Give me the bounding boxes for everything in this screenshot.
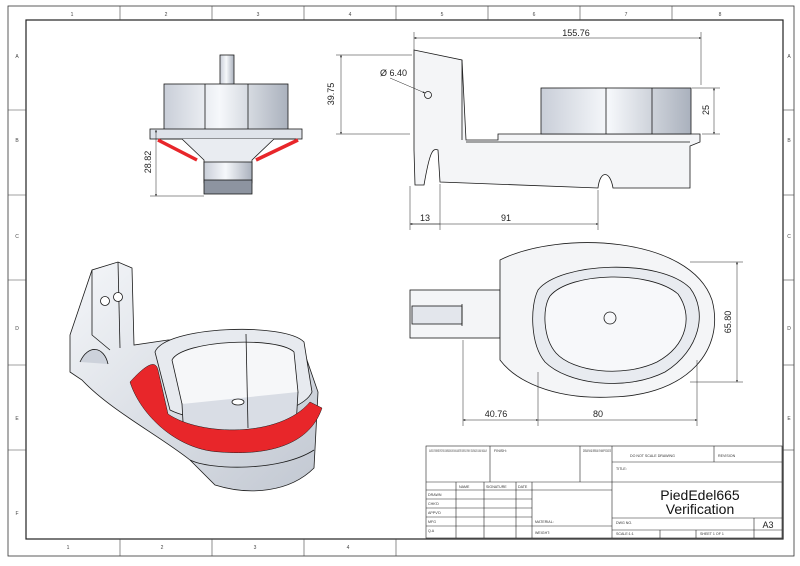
zone-row-a-right: A: [787, 54, 791, 60]
dim-front-height-label: 28.82: [143, 151, 153, 174]
tb-title-line2: Verification: [666, 501, 734, 517]
zone-col-3: 3: [257, 12, 260, 18]
isometric-view: [69, 261, 319, 492]
dim-height-left-label: 39.75: [326, 83, 336, 106]
zone-row-e: E: [15, 416, 19, 422]
zone-col-4: 4: [349, 12, 352, 18]
tb-row-mfg: MFG: [428, 520, 436, 524]
dim-plan-height-label: 65.80: [723, 311, 733, 334]
dim-hole: [389, 77, 426, 94]
tb-row-chkd: CHK'D: [428, 502, 439, 506]
zone-labels: 1 2 3 4 5 6 7 8 1 2 3 4 A B C D E F A B …: [15, 12, 791, 551]
zone-row-d-right: D: [787, 326, 791, 332]
dim-front-height: [150, 129, 204, 197]
tb-do-not-scale: DO NOT SCALE DRAWING: [630, 454, 675, 458]
tb-finish-label: FINISH:: [494, 449, 507, 453]
zone-col-8: 8: [719, 12, 722, 18]
dim-top-width: [413, 32, 702, 85]
plan-view: [409, 242, 716, 398]
dim-plan-width: [462, 340, 698, 426]
dim-plan-80-label: 80: [593, 409, 603, 419]
tb-row-appvd: APPV'D: [428, 511, 441, 515]
title-block: [425, 445, 783, 539]
dim-bottom: [409, 184, 599, 230]
dim-bottom-91-label: 91: [501, 213, 511, 223]
dim-height-left: [336, 54, 412, 135]
tb-scale-label: SCALE:1:1: [616, 532, 634, 536]
tb-row-drawn: DRAWN: [428, 493, 442, 497]
tb-row-qa: Q.A: [428, 529, 435, 533]
tb-col-name: NAME: [459, 485, 470, 489]
tb-weight-label: WEIGHT:: [535, 531, 550, 535]
zone-col-5: 5: [441, 12, 444, 18]
zone-col-1: 1: [71, 12, 74, 18]
zone-row-c: C: [15, 234, 19, 240]
zone-col-1-bottom: 1: [67, 545, 70, 551]
zone-col-2-bottom: 2: [161, 545, 164, 551]
tb-material-label: MATERIAL:: [535, 520, 554, 524]
zone-col-6: 6: [533, 12, 536, 18]
zone-col-3-bottom: 3: [254, 545, 257, 551]
tb-col-date: DATE: [518, 485, 528, 489]
dim-plan-40-label: 40.76: [485, 409, 508, 419]
dim-bottom-13-label: 13: [420, 213, 430, 223]
zone-row-e-right: E: [787, 416, 791, 422]
zone-row-f: F: [15, 511, 18, 517]
sheet-border: [7, 5, 795, 557]
side-view: [413, 49, 701, 189]
tb-deburr-label: DEBUR AND BREAK SHARP EDGES: [583, 449, 611, 453]
zone-row-a: A: [15, 54, 19, 60]
front-view: [149, 54, 303, 195]
dim-hole-label: Ø 6.40: [380, 68, 407, 78]
tb-dwg-no-label: DWG NO.: [616, 521, 632, 525]
tb-sheet-label: SHEET 1 OF 1: [700, 532, 724, 536]
zone-col-4-bottom: 4: [347, 545, 350, 551]
tb-title-line1: PiedEdel665: [660, 487, 740, 503]
dim-top-width-label: 155.76: [562, 28, 590, 38]
zone-row-b-right: B: [787, 138, 791, 144]
tb-title-label: TITLE:: [616, 467, 627, 471]
zone-row-d: D: [15, 326, 19, 332]
front-view-highlight: [157, 138, 299, 162]
isometric-highlight: [129, 364, 323, 453]
dim-height-right-label: 25: [701, 105, 711, 115]
tb-size: A3: [762, 520, 773, 530]
zone-col-7: 7: [625, 12, 628, 18]
dim-height-right: [692, 87, 720, 135]
tb-general-note: UNLESS OTHERWISE SPECIFIED: DIMENSIONS A…: [429, 449, 487, 453]
zone-col-2: 2: [165, 12, 168, 18]
dim-plan-height: [690, 261, 743, 383]
zone-row-c-right: C: [787, 234, 791, 240]
zone-row-b: B: [15, 138, 19, 144]
tb-col-signature: SIGNATURE: [486, 485, 507, 489]
tb-revision-label: REVISION: [718, 454, 736, 458]
